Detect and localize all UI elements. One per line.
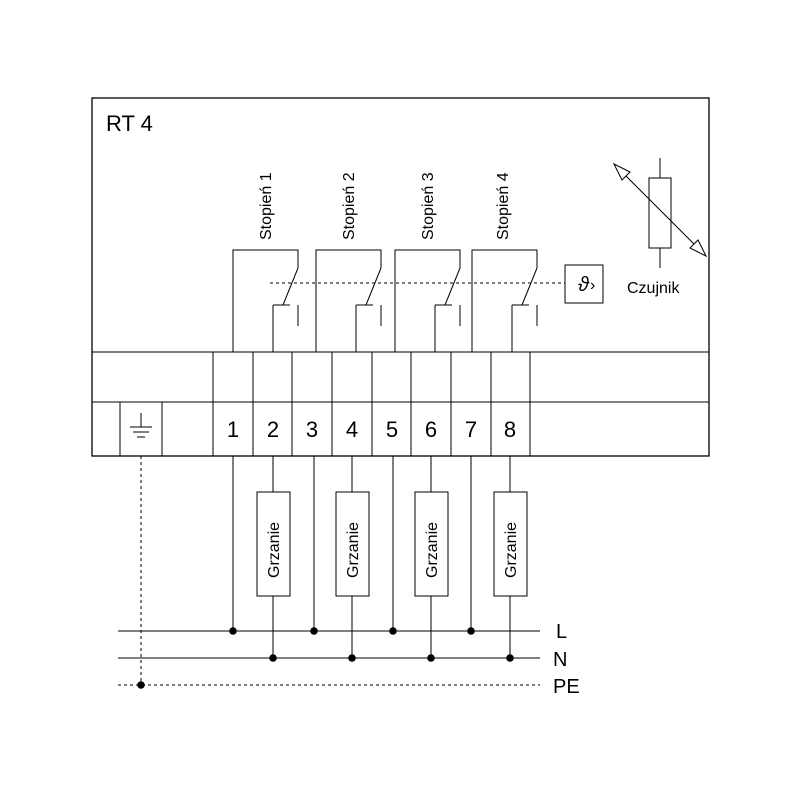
relay-contact-icon — [315, 249, 382, 352]
junction-dot — [348, 654, 356, 662]
junction-dot — [229, 627, 237, 635]
heater-label-1: Grzanie — [266, 522, 283, 578]
device-title: RT 4 — [106, 111, 153, 136]
terminal-5: 5 — [386, 417, 398, 442]
thermostat-arrow: › — [590, 277, 595, 294]
junction-dot — [506, 654, 514, 662]
stage-label-3: Stopień 3 — [420, 172, 437, 240]
junction-dot — [269, 654, 277, 662]
sensor-label: Czujnik — [627, 280, 680, 297]
heater-4: Grzanie — [493, 456, 528, 658]
relay-contact-icon — [471, 249, 538, 352]
stage-label-4: Stopień 4 — [495, 172, 512, 240]
stage-label-2: Stopień 2 — [341, 172, 358, 240]
junction-dot — [427, 654, 435, 662]
junction-dot — [389, 627, 397, 635]
device-enclosure — [91, 97, 710, 457]
junction-dot — [310, 627, 318, 635]
terminal-1: 1 — [227, 417, 239, 442]
terminal-2: 2 — [267, 417, 279, 442]
thermostat-symbol: ϑ — [578, 274, 590, 296]
terminal-4: 4 — [346, 417, 358, 442]
terminal-8: 8 — [504, 417, 516, 442]
terminal-3: 3 — [306, 417, 318, 442]
relay-contact-icon — [394, 249, 461, 352]
heater-label-3: Grzanie — [424, 522, 441, 578]
heater-label-4: Grzanie — [503, 522, 520, 578]
thermostat-icon: ϑ › — [564, 264, 604, 304]
junction-dot — [467, 627, 475, 635]
terminal-7: 7 — [465, 417, 477, 442]
bus-pe-label: PE — [553, 676, 580, 698]
junction-dot — [137, 681, 145, 689]
ground-icon — [130, 413, 152, 438]
terminal-6: 6 — [425, 417, 437, 442]
heater-label-2: Grzanie — [345, 522, 362, 578]
heater-2: Grzanie — [335, 456, 370, 658]
heater-3: Grzanie — [414, 456, 449, 658]
terminal-strip — [92, 351, 709, 456]
bus-n-label: N — [553, 649, 567, 671]
bus-l-label: L — [556, 621, 567, 643]
sensor-thermistor-icon — [612, 158, 708, 268]
heater-1: Grzanie — [256, 456, 291, 658]
relay-contact-icon — [232, 249, 299, 352]
stage-label-1: Stopień 1 — [258, 172, 275, 240]
